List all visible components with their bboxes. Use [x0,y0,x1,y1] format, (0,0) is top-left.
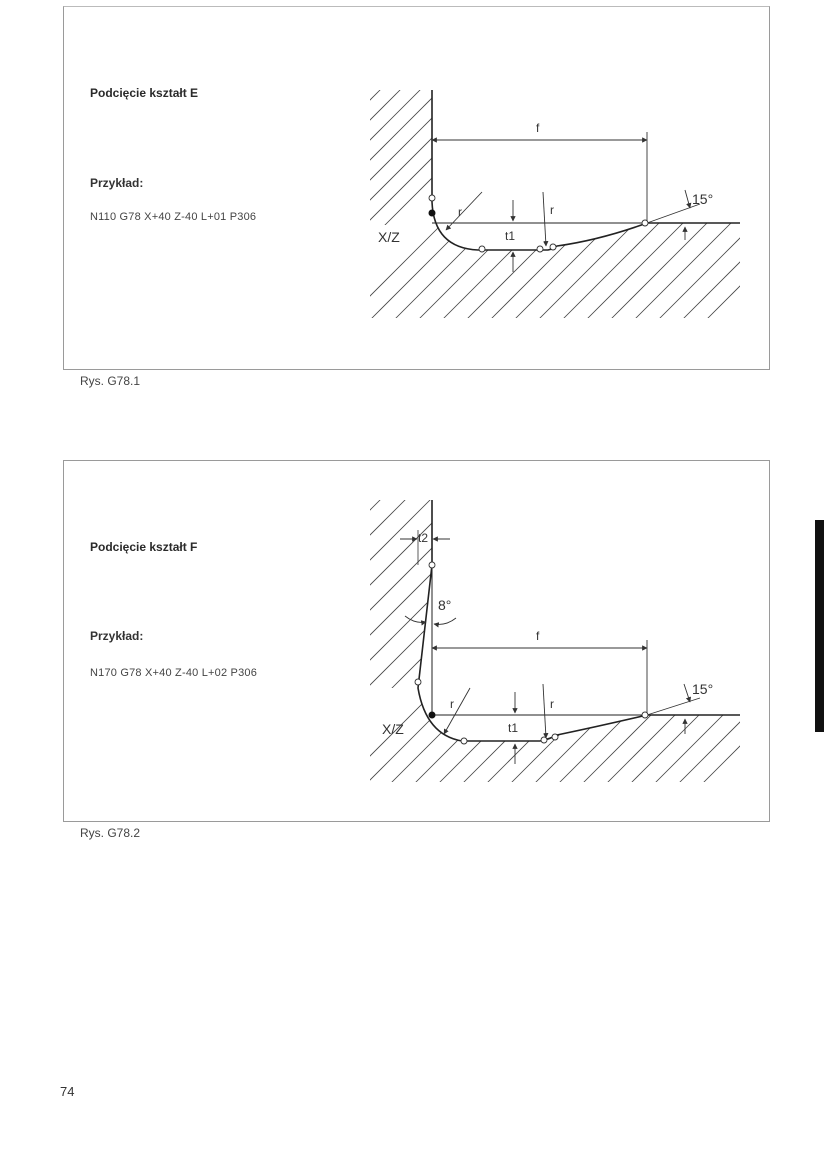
figure-frame-2 [63,460,770,822]
section-title-f: Podcięcie kształt F [90,540,198,554]
dim-f-label-2: f [536,629,540,643]
figure-frame-1 [63,6,770,370]
dim-f-label: f [536,121,540,135]
radius-label-1: r [458,205,462,219]
example-label-2: Przykład: [90,629,144,643]
radius-label-4: r [550,697,554,711]
xz-label: X/Z [378,229,400,245]
depth-t1-label-2: t1 [508,721,518,735]
depth-t2-label: t2 [418,531,428,545]
section-title-e: Podcięcie kształt E [90,86,199,100]
hatch-wall-1 [370,90,432,225]
page-number: 74 [60,1084,75,1099]
page-edge-marker [815,520,824,732]
angle2-label: 8° [438,597,451,613]
depth-t1-label: t1 [505,229,515,243]
example-label-1: Przykład: [90,176,144,190]
xz-label-2: X/Z [382,721,404,737]
figure-caption-2: Rys. G78.2 [80,826,141,840]
figure-caption-1: Rys. G78.1 [80,374,141,388]
radius-label-2: r [550,203,554,217]
radius-label-3: r [450,697,454,711]
undercut-diagram-f: t2 8° f 15° r r t1 X/Z [370,500,740,782]
hatch-base-1 [370,198,740,318]
hatch-wall-2 [370,500,432,688]
angle-label: 15° [692,191,713,207]
undercut-diagram-e: f 15° r r t1 X/Z [370,90,740,318]
example-code-2: N170 G78 X+40 Z-40 L+02 P306 [90,667,258,679]
angle-label-2: 15° [692,681,713,697]
example-code-1: N110 G78 X+40 Z-40 L+01 P306 [90,211,257,223]
